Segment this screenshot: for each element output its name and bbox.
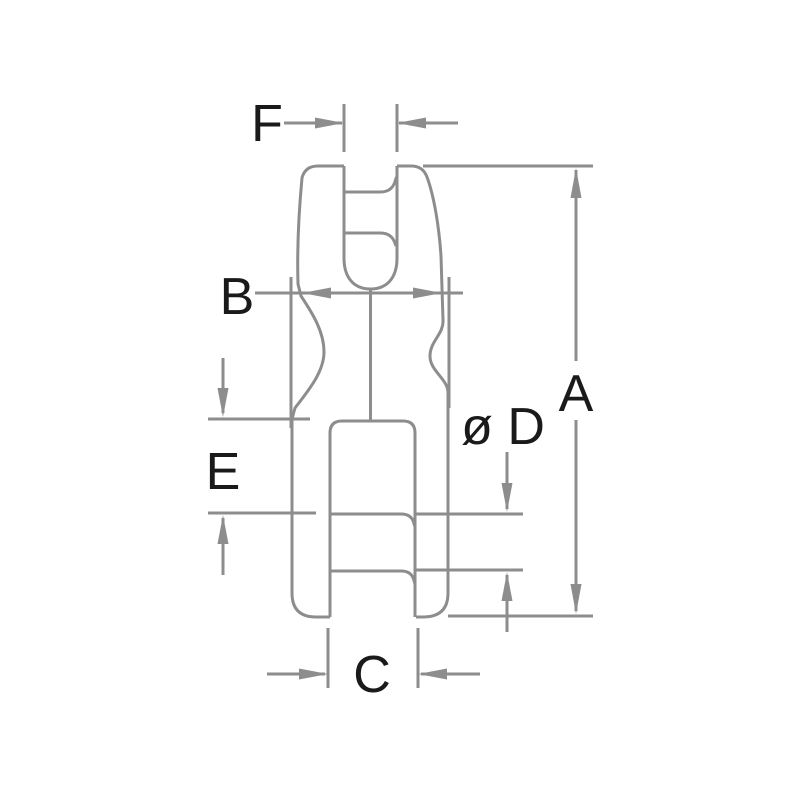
arrowhead-up-icon [570,168,582,198]
part-outline [290,164,450,619]
body-window [328,419,417,617]
arrowhead-right-icon [315,117,344,129]
arrowhead-left-icon [418,668,447,680]
dimension-e: E [206,358,316,575]
dimension-a: A [423,164,594,618]
dimension-d: ø D [416,398,545,632]
dimension-label-c: C [353,646,391,704]
arrowhead-up-icon [217,515,229,544]
arrowhead-left-icon [302,287,331,299]
left-outline [290,164,344,619]
dimensions: F B A E [206,95,594,704]
arrowhead-up-icon [501,572,513,601]
arrowhead-right-icon [299,668,328,680]
arrowhead-left-icon [397,117,426,129]
dimension-label-a: A [559,365,594,423]
dimension-label-b: B [220,268,255,326]
right-outline [397,164,450,619]
dimension-label-f: F [251,95,283,153]
arrowhead-right-icon [413,287,442,299]
dimension-f: F [251,95,458,153]
pin-bottom-line [330,569,417,585]
dimension-c: C [267,628,480,704]
pin-top-line [330,512,417,528]
dimension-label-d: ø D [461,398,545,456]
arrowhead-down-icon [217,388,229,417]
arrowhead-down-icon [570,584,582,614]
arrowhead-down-icon [501,483,513,512]
dimension-label-e: E [206,443,241,501]
slot-groove-upper-line [344,176,398,194]
dimension-b: B [220,268,463,428]
fork-slot [342,166,399,291]
slot-groove-lower-line [344,231,398,247]
